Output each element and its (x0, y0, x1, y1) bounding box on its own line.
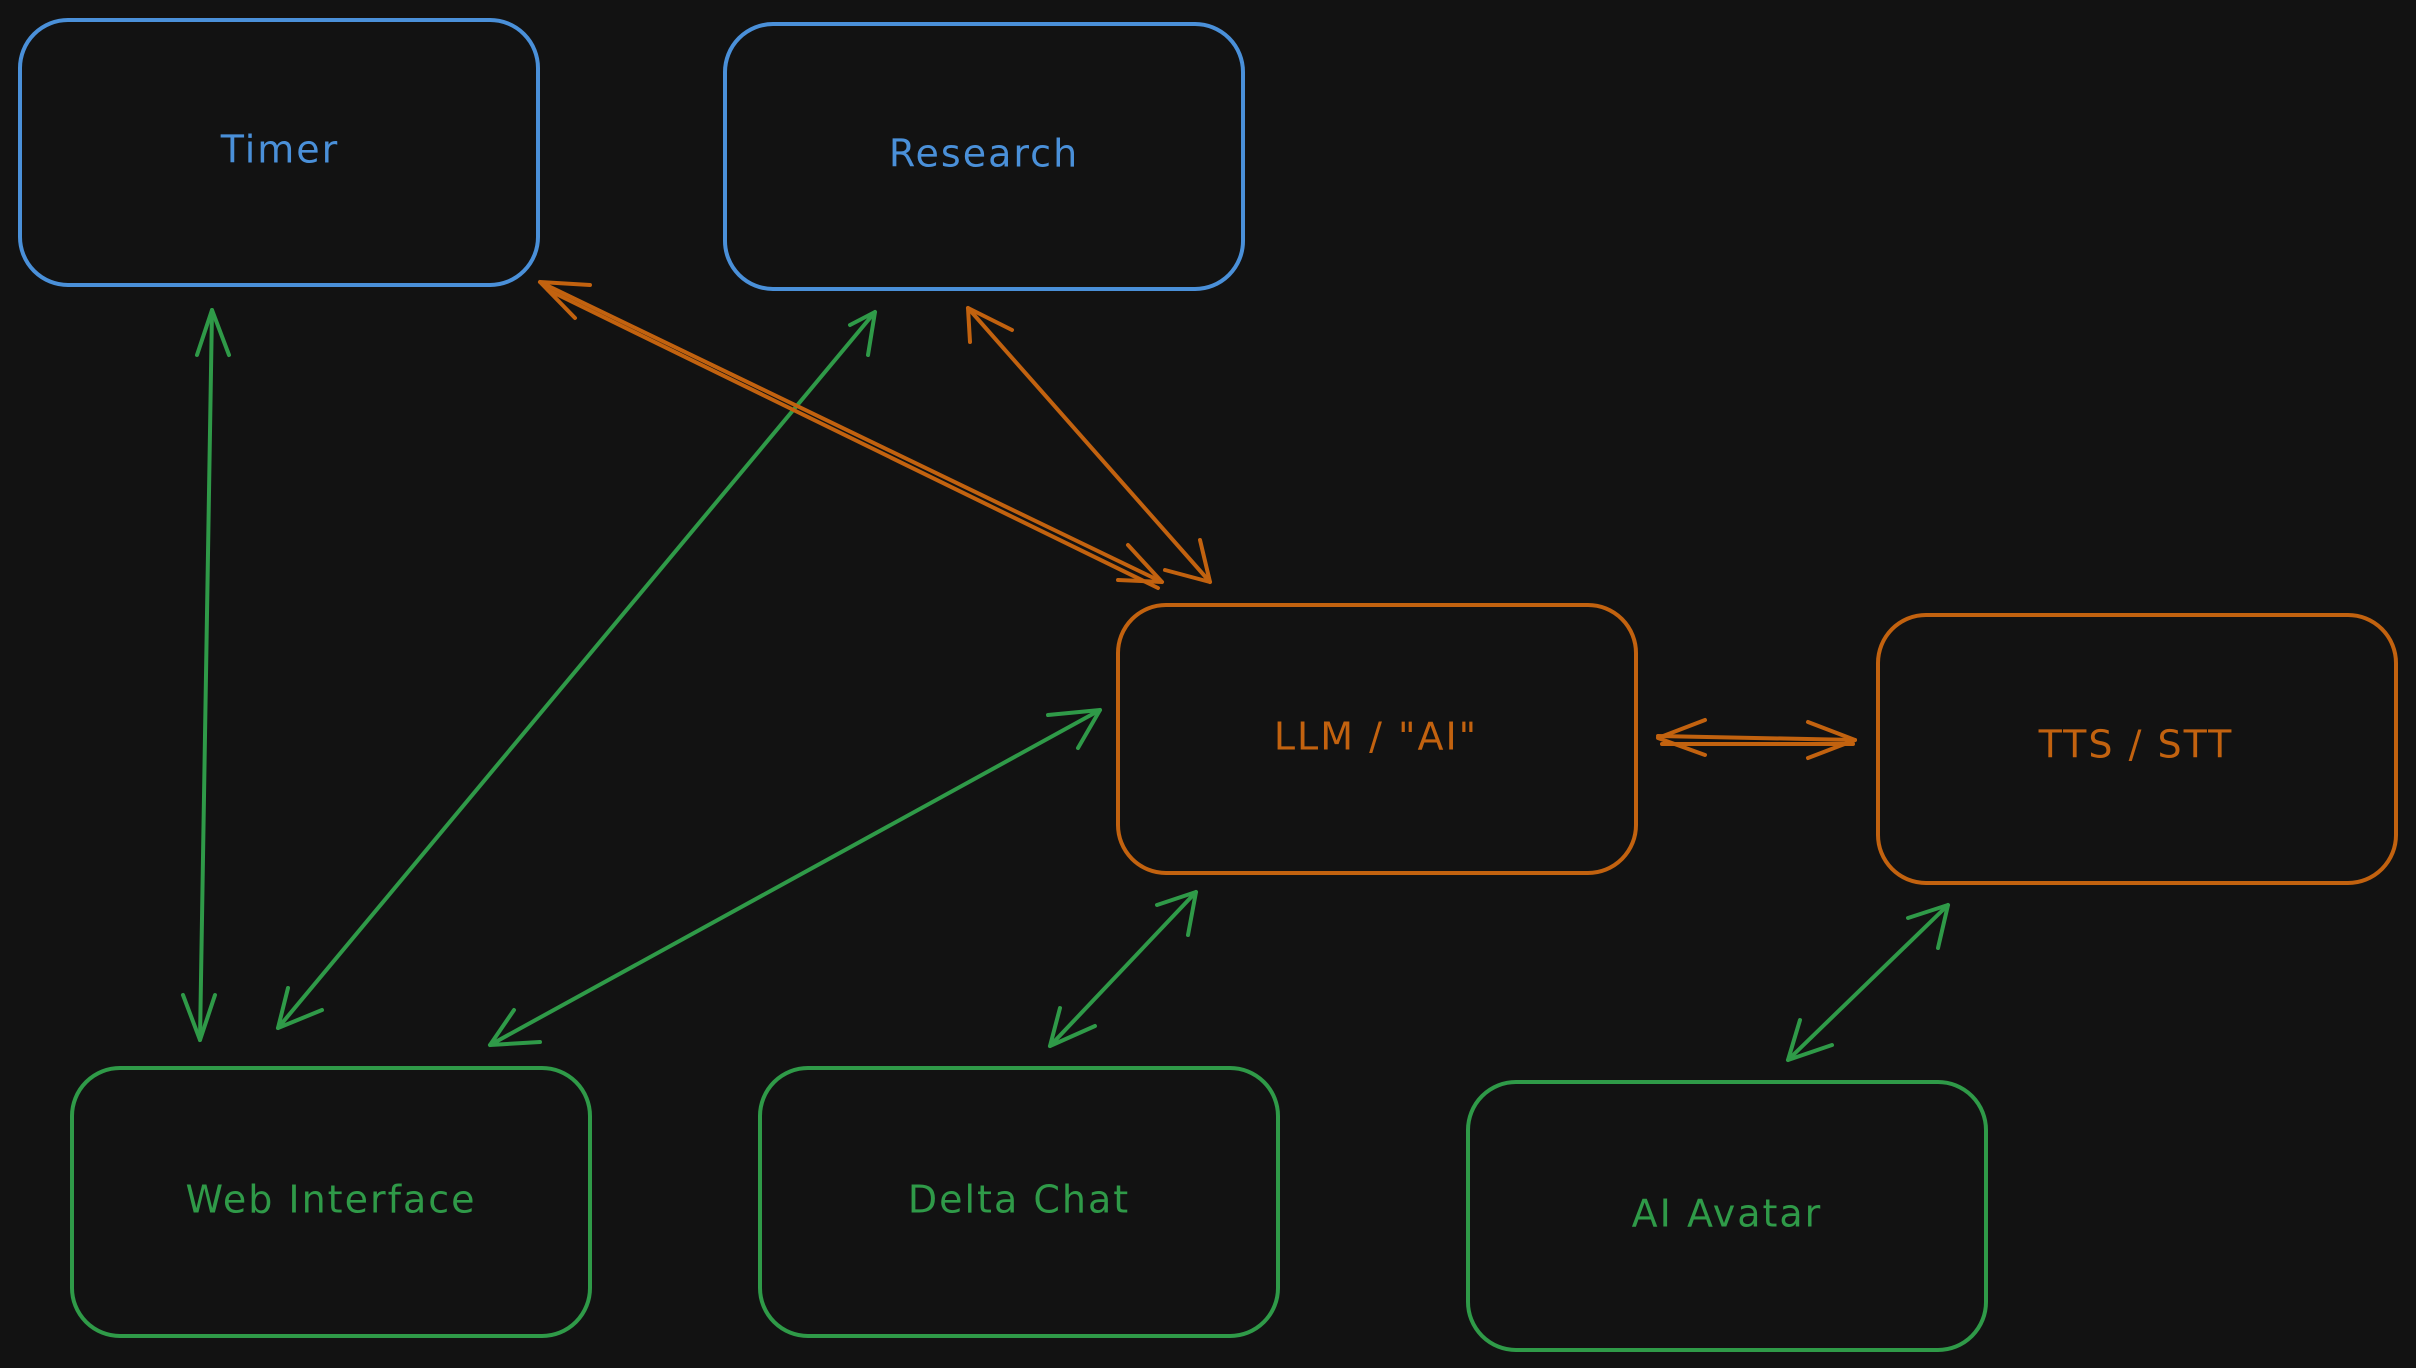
node-research-box[interactable] (723, 22, 1245, 291)
edge-tts-avatar (1786, 903, 1950, 1062)
node-timer-box[interactable] (18, 18, 540, 287)
node-delta-label: Delta Chat (908, 1178, 1130, 1222)
node-tts-label: TTS / STT (2038, 723, 2234, 767)
node-avatar-label: AI Avatar (1632, 1192, 1823, 1236)
node-llm-box[interactable] (1116, 603, 1638, 875)
edge-research-llm (966, 306, 1212, 584)
node-delta-box[interactable] (758, 1066, 1280, 1338)
node-timer-label: Timer (220, 128, 340, 172)
node-llm-label: LLM / "AI" (1274, 715, 1478, 759)
node-web-box[interactable] (70, 1066, 592, 1338)
edge-timer-web (181, 308, 231, 1042)
node-avatar-box[interactable] (1466, 1080, 1988, 1352)
edge-research-web (276, 310, 877, 1030)
node-research-label: Research (889, 132, 1079, 176)
edge-llm-tts (1656, 718, 1857, 760)
node-web-label: Web Interface (185, 1178, 476, 1222)
node-tts-box[interactable] (1876, 613, 2398, 885)
edge-timer-llm (538, 280, 1164, 590)
edge-llm-web (488, 708, 1102, 1047)
edge-llm-delta (1048, 890, 1198, 1048)
